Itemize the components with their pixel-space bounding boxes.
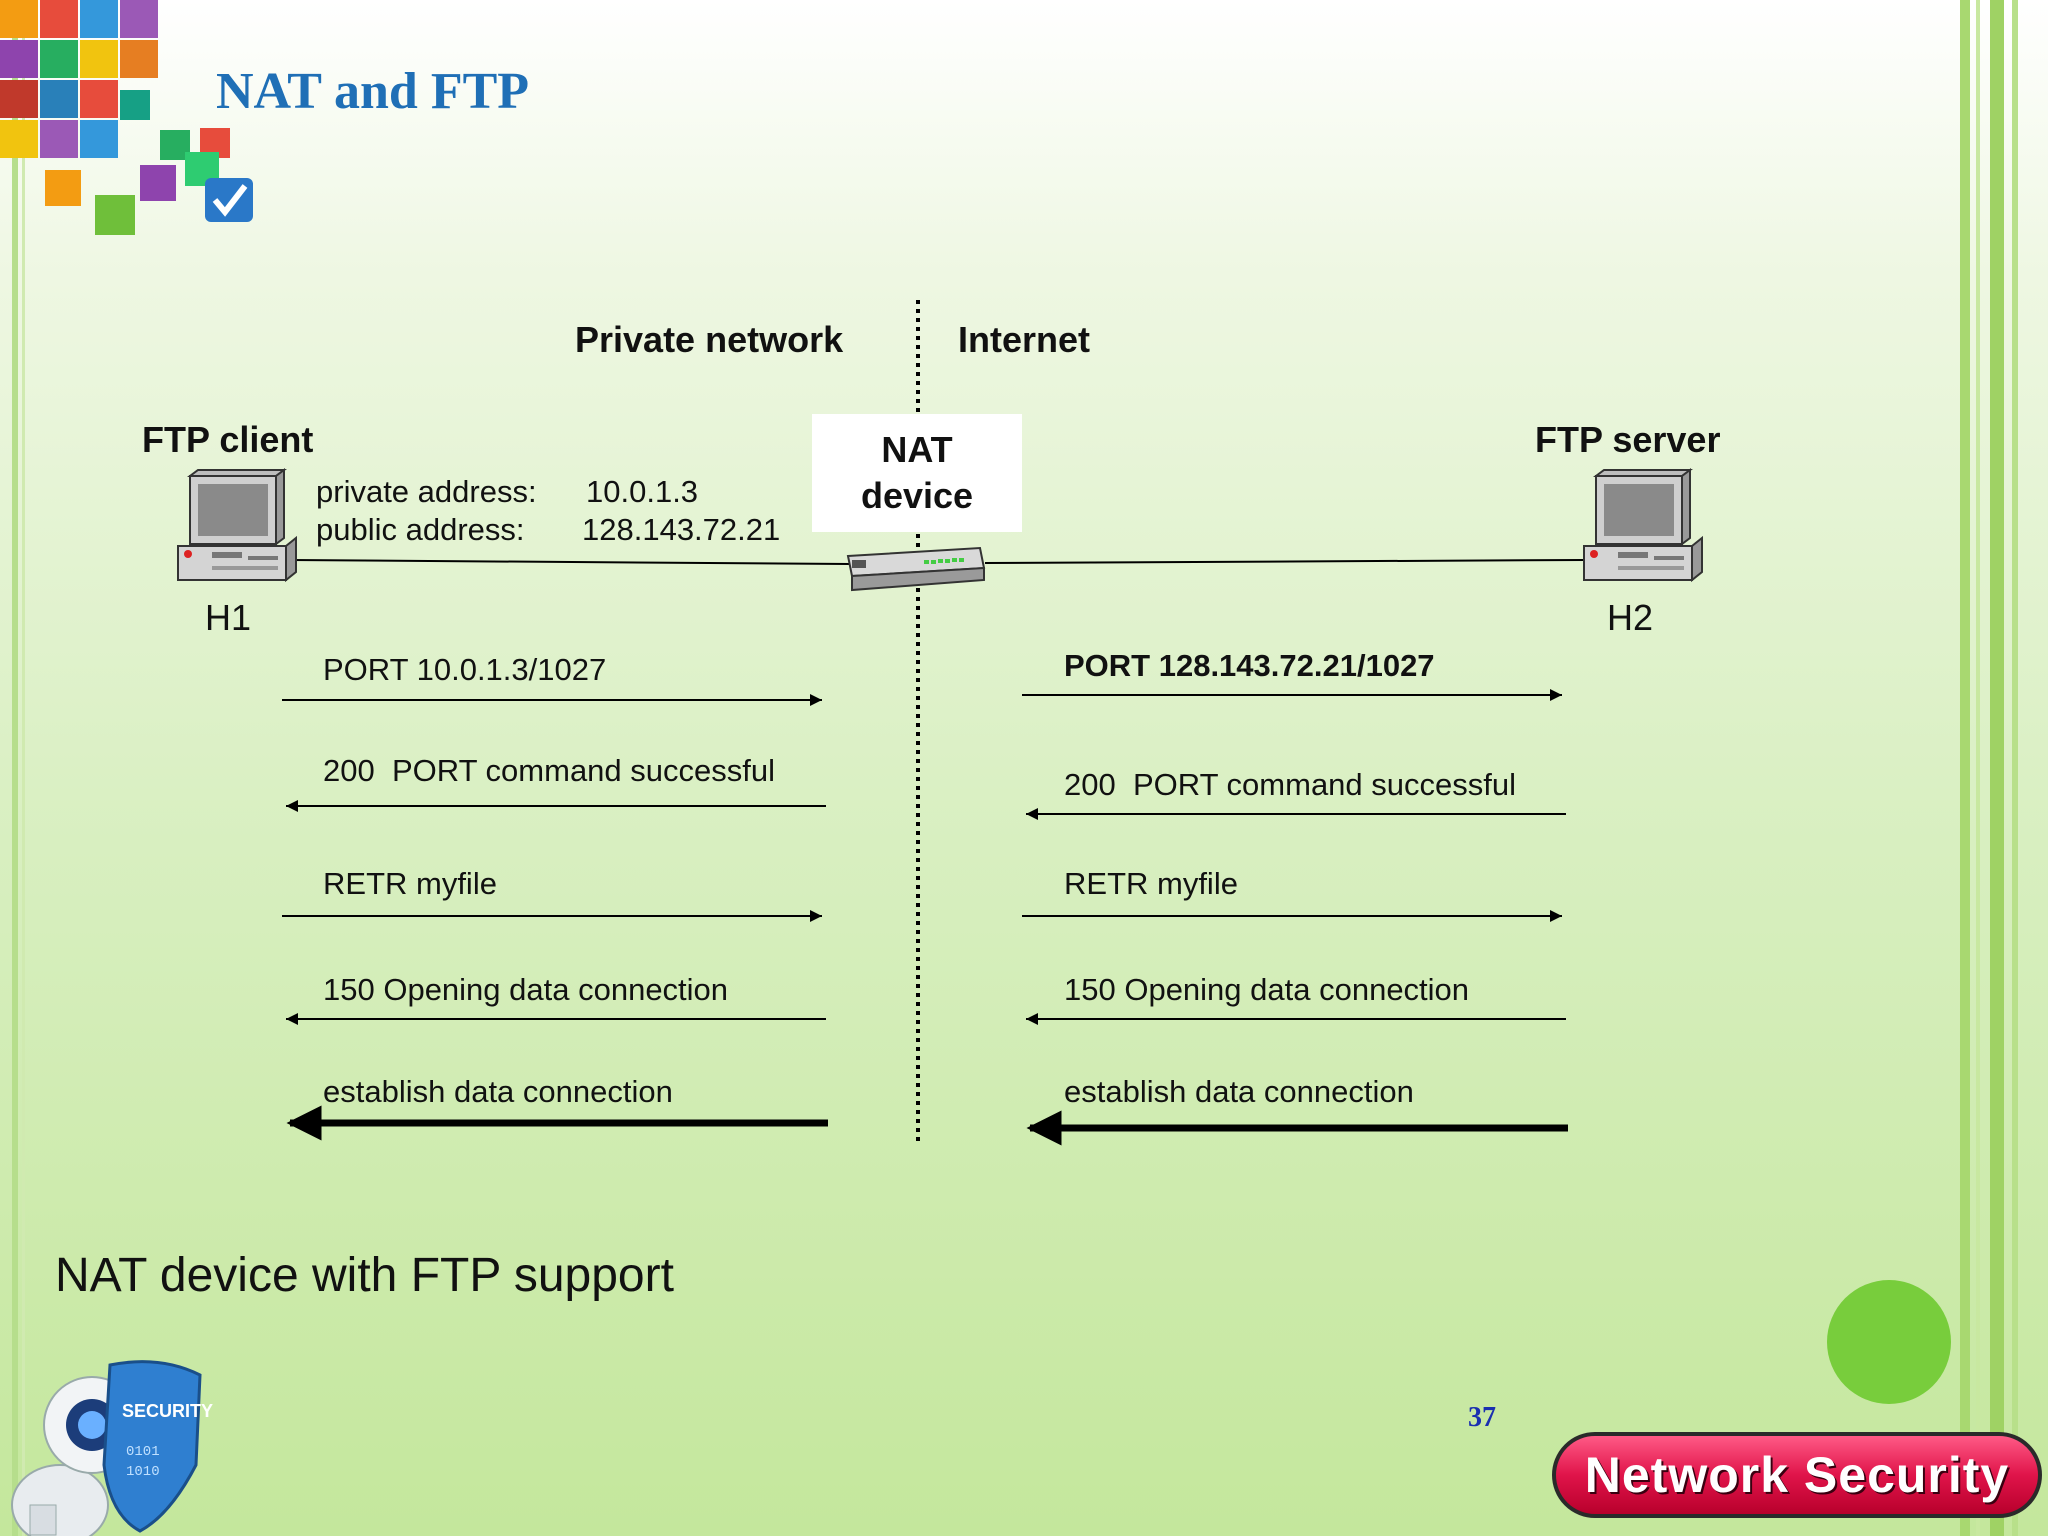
left-msg-4: 150 Opening data connection — [323, 972, 728, 1007]
left-msg-5: establish data connection — [323, 1074, 673, 1109]
public-address-label: public address: — [316, 512, 525, 547]
right-msg-5: establish data connection — [1064, 1074, 1414, 1109]
slide-title: NAT and FTP — [216, 63, 530, 120]
left-msg-1: PORT 10.0.1.3/1027 — [323, 652, 606, 687]
right-msg-1: PORT 128.143.72.21/1027 — [1064, 648, 1435, 683]
right-msg-2: 200 PORT command successful — [1064, 767, 1516, 802]
nat-label-line2: device — [861, 475, 973, 516]
nat-label-line1: NAT — [881, 429, 952, 470]
link-nat-h2 — [984, 559, 1586, 564]
slide-caption: NAT device with FTP support — [55, 1249, 674, 1302]
private-address-label: private address: — [316, 474, 537, 509]
host-h2-label: H2 — [1607, 597, 1653, 638]
nat-router-icon — [846, 546, 986, 592]
page-number: 37 — [1468, 1402, 1496, 1433]
right-rail-4 — [2012, 0, 2018, 1536]
svg-text:0101: 0101 — [126, 1444, 160, 1460]
right-rail-1 — [1960, 0, 1970, 1536]
svg-text:SECURITY: SECURITY — [122, 1401, 213, 1421]
right-msg-4: 150 Opening data connection — [1064, 972, 1469, 1007]
right-rail-3 — [1990, 0, 2004, 1536]
h2-computer-icon — [1583, 468, 1703, 583]
left-rail — [12, 0, 18, 1536]
left-msg-2: 200 PORT command successful — [323, 753, 775, 788]
link-h1-nat — [289, 559, 851, 565]
network-security-badge: Network Security — [1552, 1432, 2042, 1518]
decorative-green-dot — [1827, 1280, 1951, 1404]
right-msg-3: RETR myfile — [1064, 866, 1238, 901]
right-rail-2 — [1976, 0, 1980, 1536]
host-h1-label: H1 — [205, 597, 251, 638]
left-msg-3: RETR myfile — [323, 866, 497, 901]
nat-label-box — [812, 414, 1022, 532]
zone-internet-label: Internet — [958, 319, 1090, 360]
ftp-server-label: FTP server — [1535, 419, 1720, 460]
private-address-value: 10.0.1.3 — [586, 474, 698, 509]
svg-text:1010: 1010 — [126, 1464, 160, 1480]
left-rail-2 — [22, 0, 25, 1536]
brand-label: Network Security — [1584, 1447, 2010, 1503]
h1-computer-icon — [177, 468, 297, 583]
ftp-client-label: FTP client — [142, 419, 313, 460]
zone-private-label: Private network — [575, 319, 844, 360]
cubes-logo-icon — [0, 0, 253, 235]
public-address-value: 128.143.72.21 — [582, 512, 780, 547]
security-robot-icon: SECURITY 0101 1010 — [11, 1360, 213, 1536]
